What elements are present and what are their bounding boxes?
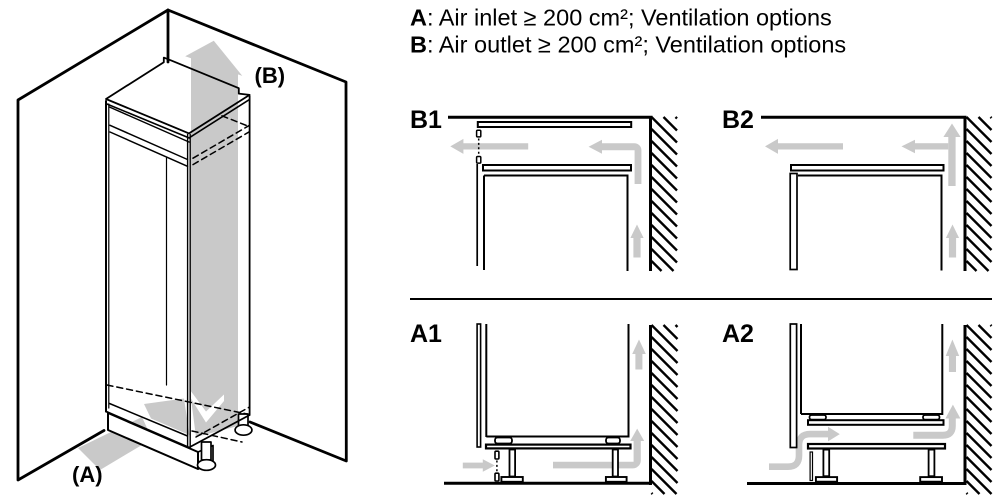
- svg-text:A: Air inlet ≥ 200 cm²; Ventil: A: Air inlet ≥ 200 cm²; Ventilation opti…: [410, 5, 832, 31]
- svg-text:B2: B2: [722, 106, 754, 134]
- svg-text:(A): (A): [72, 462, 103, 487]
- svg-text:A2: A2: [722, 320, 754, 348]
- svg-text:(B): (B): [255, 63, 286, 88]
- svg-text:B: Air outlet ≥ 200 cm²; Venti: B: Air outlet ≥ 200 cm²; Ventilation opt…: [410, 32, 846, 58]
- svg-text:A1: A1: [410, 320, 442, 348]
- svg-text:B1: B1: [410, 106, 442, 134]
